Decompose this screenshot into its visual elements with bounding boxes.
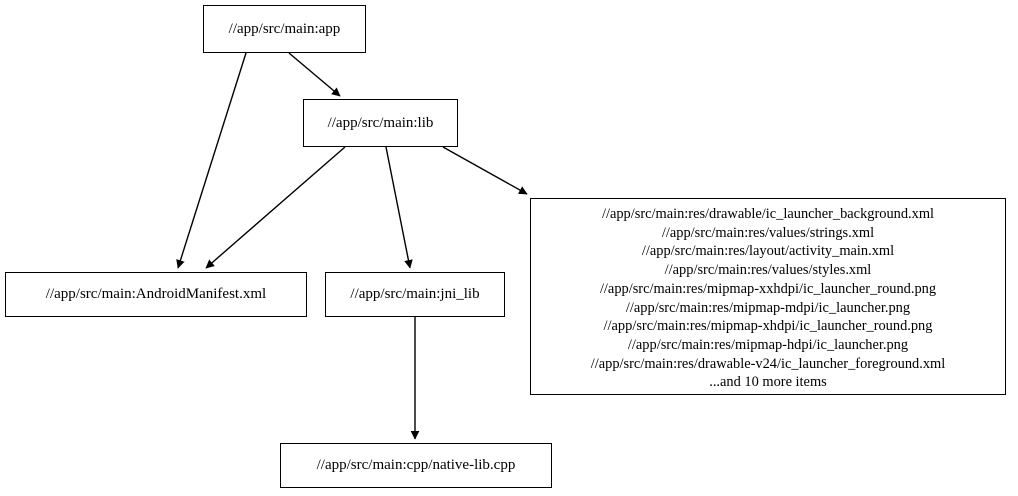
node-resources-line: //app/src/main:res/mipmap-mdpi/ic_launch… (625, 299, 911, 316)
node-jni-lib-label: //app/src/main:jni_lib (350, 286, 480, 302)
node-android-manifest[interactable]: //app/src/main:AndroidManifest.xml (5, 272, 307, 317)
node-native-lib-cpp-label: //app/src/main:cpp/native-lib.cpp (316, 457, 516, 473)
node-android-manifest-label: //app/src/main:AndroidManifest.xml (45, 286, 267, 302)
node-resources-line: //app/src/main:res/drawable/ic_launcher_… (601, 206, 935, 222)
node-native-lib-cpp[interactable]: //app/src/main:cpp/native-lib.cpp (280, 443, 552, 488)
edge-app-to-lib (288, 52, 341, 97)
node-resources-line: //app/src/main:res/values/strings.xml (661, 224, 875, 241)
node-resources-line: //app/src/main:res/mipmap-hdpi/ic_launch… (627, 336, 909, 353)
edge-app-to-manifest (176, 52, 247, 269)
node-app-label: //app/src/main:app (228, 20, 341, 37)
node-resources-line: //app/src/main:res/drawable-v24/ic_launc… (590, 355, 946, 372)
node-app[interactable]: //app/src/main:app (203, 5, 366, 53)
edge-lib-to-manifest (205, 146, 346, 269)
node-lib[interactable]: //app/src/main:lib (303, 99, 458, 147)
node-resources-line: //app/src/main:res/values/styles.xml (664, 262, 872, 279)
edge-lib-to-resources (442, 146, 528, 195)
node-jni-lib[interactable]: //app/src/main:jni_lib (325, 272, 505, 317)
node-resources-line: //app/src/main:res/mipmap-xhdpi/ic_launc… (603, 318, 933, 335)
edge-lib-to-jni-lib (385, 146, 413, 269)
node-resources-more-items: ...and 10 more items (709, 374, 827, 391)
node-resources-group[interactable]: //app/src/main:res/drawable/ic_launcher_… (530, 198, 1006, 395)
node-resources-line: //app/src/main:res/mipmap-xxhdpi/ic_laun… (599, 280, 937, 297)
node-lib-label: //app/src/main:lib (327, 114, 434, 131)
node-resources-line: //app/src/main:res/layout/activity_main.… (641, 243, 895, 260)
